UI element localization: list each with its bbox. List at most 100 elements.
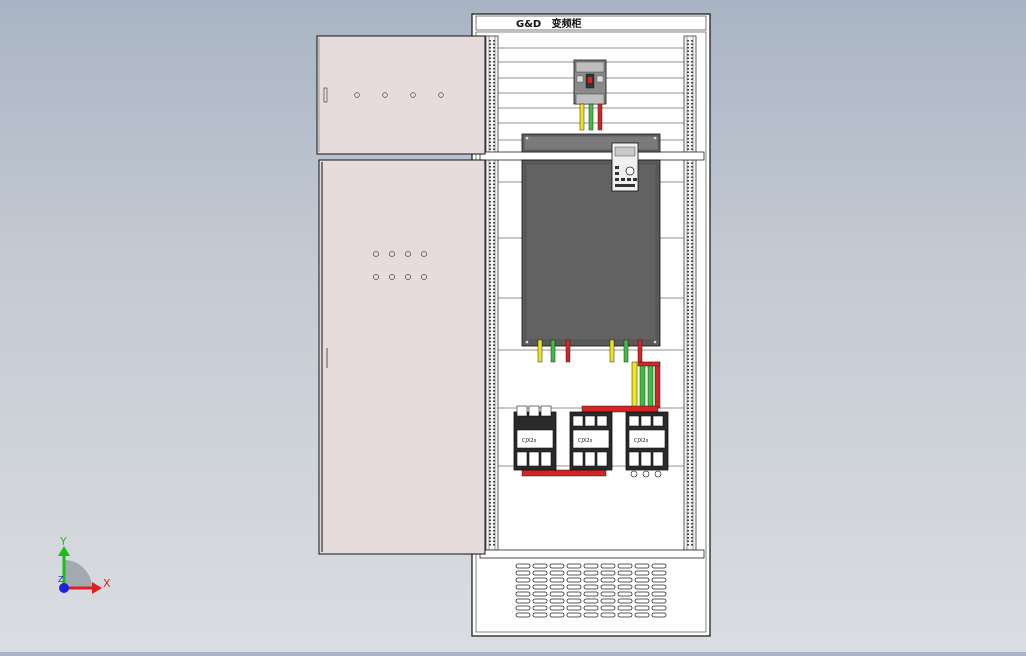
indicator-hole xyxy=(405,251,411,257)
vent-slot xyxy=(515,584,531,590)
section-divider xyxy=(479,151,705,161)
contactor-3-label: CJX2s xyxy=(634,438,649,444)
vent-slot xyxy=(566,612,582,618)
vent-slot xyxy=(651,570,667,576)
x-arrow-head xyxy=(92,582,102,594)
vent-slot xyxy=(634,605,650,611)
title-plate xyxy=(475,15,707,31)
vent-slot xyxy=(566,577,582,583)
circuit-breaker[interactable] xyxy=(573,59,607,105)
vent-slot xyxy=(583,563,599,569)
vent-slot xyxy=(651,577,667,583)
vent-slot xyxy=(634,598,650,604)
vent-slot xyxy=(634,584,650,590)
vent-slot xyxy=(617,605,633,611)
indicator-hole xyxy=(389,274,395,280)
vent-slot xyxy=(651,591,667,597)
vent-slot xyxy=(617,563,633,569)
vent-slot xyxy=(515,563,531,569)
vent-slot xyxy=(515,577,531,583)
vent-slot xyxy=(583,605,599,611)
vent-slot xyxy=(532,563,548,569)
contactor-2[interactable]: CJX2s xyxy=(569,411,613,471)
vent-slot xyxy=(566,605,582,611)
vent-slot xyxy=(600,563,616,569)
vent-slot xyxy=(549,584,565,590)
vent-slot xyxy=(600,570,616,576)
vent-slot xyxy=(600,584,616,590)
vent-slot xyxy=(617,584,633,590)
left-post xyxy=(485,35,499,551)
variable-frequency-drive[interactable] xyxy=(521,133,661,347)
upper-door[interactable] xyxy=(316,35,486,155)
vent-slot xyxy=(549,570,565,576)
upper-door-handle[interactable] xyxy=(323,87,328,103)
vent-slot xyxy=(634,563,650,569)
cabinet-title: G&D 变频柜 xyxy=(516,17,582,30)
z-axis-label: Z xyxy=(58,575,64,584)
z-axis-dot xyxy=(59,583,69,593)
vent-slot xyxy=(651,598,667,604)
vent-slot xyxy=(617,570,633,576)
vent-slot xyxy=(651,584,667,590)
vent-slot xyxy=(549,598,565,604)
upper-door-hole xyxy=(438,92,444,98)
contactor-3[interactable]: CJX2s xyxy=(625,411,669,478)
vfd-keypad[interactable] xyxy=(611,142,639,192)
vent-slot xyxy=(651,605,667,611)
indicator-hole xyxy=(405,274,411,280)
breaker-wires xyxy=(579,103,603,131)
vent-slot xyxy=(515,591,531,597)
indicator-hole xyxy=(373,251,379,257)
vent-slot xyxy=(600,591,616,597)
contactor-2-label: CJX2s xyxy=(578,438,593,444)
triad-arc xyxy=(64,560,92,588)
vent-slot xyxy=(515,605,531,611)
vent-slot xyxy=(617,591,633,597)
vent-slot xyxy=(617,612,633,618)
vent-slot xyxy=(617,577,633,583)
contactor-1[interactable]: CJX2s xyxy=(513,405,557,471)
vent-slot xyxy=(634,570,650,576)
vent-slot xyxy=(651,612,667,618)
vent-slot xyxy=(532,605,548,611)
vent-slot xyxy=(515,570,531,576)
vent-slot xyxy=(515,612,531,618)
vent-slot xyxy=(600,577,616,583)
vent-slot xyxy=(549,563,565,569)
vent-slot xyxy=(532,591,548,597)
y-axis-label: Y xyxy=(59,535,67,548)
vent-slot xyxy=(583,584,599,590)
x-axis-label: X xyxy=(103,577,111,590)
vent-slot xyxy=(600,605,616,611)
vent-slot xyxy=(549,605,565,611)
vent-slot xyxy=(617,598,633,604)
vent-slot xyxy=(651,563,667,569)
bottom-divider xyxy=(479,549,705,559)
ventilation-louvers xyxy=(515,563,667,618)
axis-triad: Y X Z xyxy=(58,535,111,594)
vent-slot xyxy=(634,591,650,597)
vent-slot xyxy=(549,591,565,597)
vent-slot xyxy=(600,612,616,618)
vent-slot xyxy=(532,570,548,576)
lower-door[interactable] xyxy=(318,159,486,555)
vent-slot xyxy=(515,598,531,604)
contactor-1-label: CJX2s xyxy=(522,438,537,444)
bottom-busbar xyxy=(521,469,607,477)
vent-slot xyxy=(532,577,548,583)
vent-slot xyxy=(566,563,582,569)
vent-slot xyxy=(634,577,650,583)
right-post xyxy=(683,35,697,551)
vent-slot xyxy=(583,570,599,576)
upper-door-hole xyxy=(354,92,360,98)
vent-slot xyxy=(549,612,565,618)
upper-door-hole xyxy=(410,92,416,98)
vfd-input-wires xyxy=(537,339,571,363)
vent-slot xyxy=(583,577,599,583)
y-arrow-head xyxy=(58,546,70,556)
vent-slot xyxy=(566,591,582,597)
indicator-hole xyxy=(421,274,427,280)
